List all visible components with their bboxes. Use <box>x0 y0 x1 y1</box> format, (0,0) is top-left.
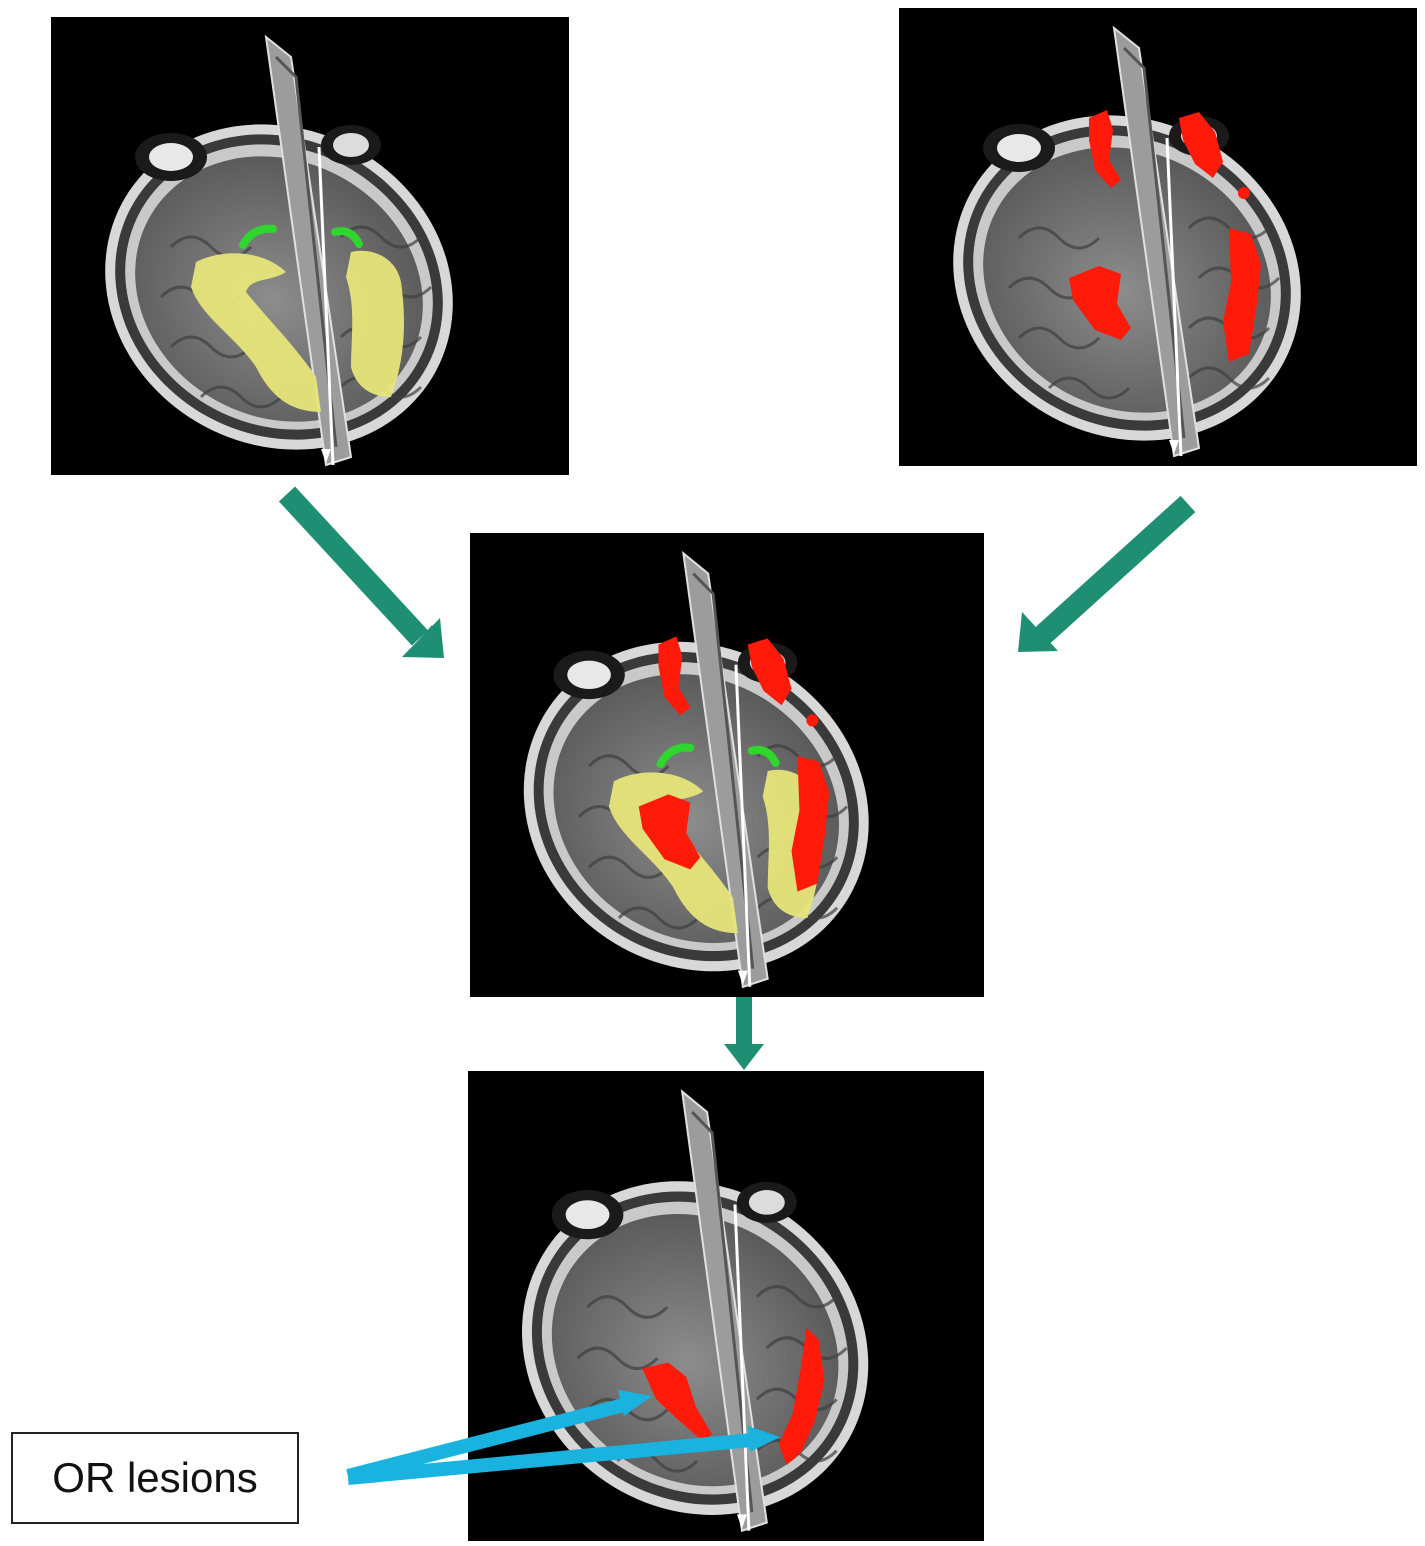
lesion <box>658 636 691 716</box>
lesion <box>747 638 792 706</box>
seed-left <box>656 743 695 769</box>
gyrus <box>617 906 700 930</box>
seed-right <box>747 746 780 768</box>
flow-arrow-right <box>1018 495 1196 652</box>
gyrus <box>756 744 839 768</box>
lesion <box>1238 187 1250 199</box>
or-lesion-right <box>778 1327 825 1466</box>
tract-left <box>191 253 321 412</box>
sagittal-texture <box>692 572 755 969</box>
brain-tissue <box>135 156 423 422</box>
midline-marker <box>321 449 331 463</box>
lesion-mri-panel <box>899 8 1417 466</box>
or-lesions-label: OR lesions <box>11 1432 299 1524</box>
eye-left <box>997 134 1041 162</box>
eye-right <box>333 133 369 157</box>
or-lesion-mri-panel <box>468 1071 984 1541</box>
lgn-seed <box>239 224 363 249</box>
gyrus <box>169 335 253 359</box>
lesion <box>1069 266 1131 340</box>
sagittal-texture <box>274 55 338 448</box>
seed-right <box>331 227 363 248</box>
seed-left <box>239 224 277 249</box>
brain-tissue <box>553 674 839 943</box>
gyrus <box>1017 226 1101 250</box>
brain-slice-image <box>522 1089 869 1533</box>
eye-left <box>567 660 611 690</box>
flow-arrow-down <box>724 997 764 1070</box>
gyrus <box>1187 366 1271 390</box>
lesion <box>1179 112 1223 178</box>
midline-marker <box>737 970 748 985</box>
eye-left <box>149 143 193 171</box>
or-lesion-left <box>642 1362 713 1441</box>
midline <box>734 664 752 987</box>
brain-slice-image <box>105 34 453 467</box>
eye-right <box>748 1190 785 1215</box>
sagittal-texture <box>1122 46 1186 439</box>
lesion <box>1089 110 1121 188</box>
lesion-overlay <box>1069 110 1261 362</box>
tractography-mri-panel <box>51 17 569 475</box>
combined-mri-panel <box>470 533 984 997</box>
gyrus <box>199 385 283 409</box>
optic-radiation-tract <box>191 250 404 412</box>
gyrus <box>586 1295 669 1319</box>
midline <box>317 146 335 466</box>
brain-slice-image <box>523 550 869 989</box>
gyrus <box>339 225 423 249</box>
midline-marker <box>736 1514 747 1529</box>
eye-left <box>565 1200 610 1230</box>
lesion-overlay <box>638 636 830 892</box>
midline <box>1165 137 1183 457</box>
gyrus <box>755 1284 838 1309</box>
brain-slice-image <box>953 25 1301 458</box>
gyrus <box>576 1346 659 1371</box>
or-lesion-overlay <box>642 1327 825 1466</box>
sagittal-texture <box>691 1110 754 1513</box>
gyrus <box>1047 376 1131 400</box>
flow-arrow-left <box>278 486 444 658</box>
gyrus <box>1017 326 1101 350</box>
lesion <box>638 794 701 870</box>
lgn-seed <box>656 743 780 769</box>
gyrus <box>588 855 670 879</box>
tract-right <box>346 250 404 397</box>
lesion <box>1223 228 1261 362</box>
lesion <box>791 755 830 892</box>
or-lesions-label-text: OR lesions <box>52 1454 258 1501</box>
brain-tissue <box>983 147 1271 413</box>
midline-marker <box>1169 440 1179 454</box>
lesion <box>806 714 819 727</box>
